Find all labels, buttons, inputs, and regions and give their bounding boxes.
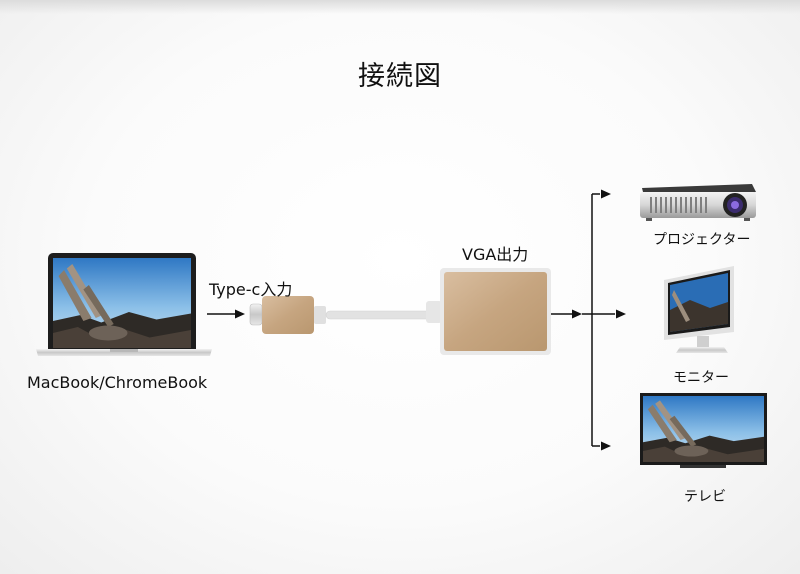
monitor-label: モニター — [673, 370, 729, 386]
cable — [325, 310, 431, 320]
arrow-right-icon — [601, 441, 611, 451]
projector-icon — [640, 184, 756, 221]
tv-icon — [640, 393, 767, 468]
input-label: Type-c入力 — [209, 280, 293, 299]
adapter-label: VGA出力 — [462, 245, 529, 264]
top-shadow — [0, 0, 800, 14]
laptop-icon — [36, 253, 212, 356]
arrow-right-icon — [601, 189, 611, 199]
usb-c-connector — [249, 296, 326, 334]
page-title: 接続図 — [358, 61, 442, 92]
vga-adapter — [426, 268, 551, 355]
monitor-icon — [664, 266, 734, 353]
arrow-right-icon — [572, 309, 582, 319]
projector-label: プロジェクター — [653, 232, 751, 248]
source-label: MacBook/ChromeBook — [27, 373, 208, 392]
arrow-right-icon — [616, 309, 626, 319]
arrow-right-icon — [235, 309, 245, 319]
tv-label: テレビ — [684, 489, 726, 505]
